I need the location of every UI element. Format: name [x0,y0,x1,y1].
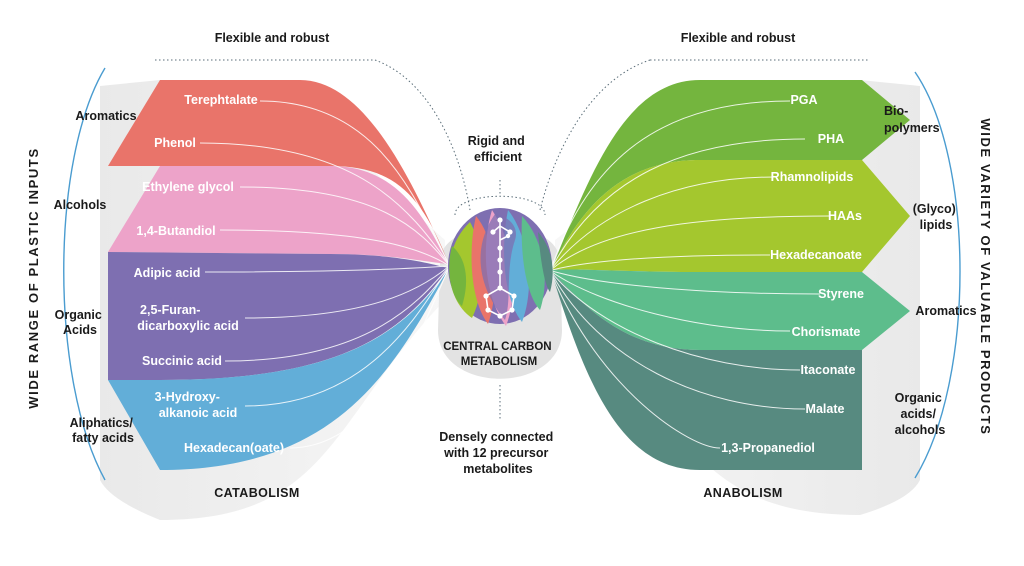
group-organic-acids-in: Organic Acids [55,308,106,337]
band-aliphatics-in [108,270,448,470]
right-bands [552,80,910,470]
dotted-guides [155,59,870,420]
right-bracket [914,71,961,479]
item-malate: Malate [806,402,845,416]
item-terephtalate: Terephtalate [184,93,257,107]
right-side-label: WIDE VARIETY OF VALUABLE PRODUCTS [978,118,993,435]
item-ethylene-glycol: Ethylene glycol [142,180,234,194]
item-succinic-acid: Succinic acid [142,354,222,368]
center-bottom-label: Densely connected with 12 precursor meta… [439,430,556,476]
item-pga: PGA [790,93,817,107]
item-haas: HAAs [828,209,862,223]
band-organic-acids-in [108,252,448,380]
left-top-label: Flexible and robust [215,31,330,45]
left-flow-lines [199,100,449,449]
group-aromatics-in: Aromatics [75,109,136,123]
right-top-label: Flexible and robust [681,31,796,45]
group-alcohols-in: Alcohols [54,198,107,212]
left-bands [108,80,448,470]
band-glycolipids-out [552,160,910,272]
item-styrene: Styrene [818,287,864,301]
central-carbon-ball [448,208,553,326]
item-pha: PHA [818,132,844,146]
item-hexadecan-oate: Hexadecan(oate) [184,441,284,455]
band-biopolymers-out [552,80,910,268]
central-carbon-metabolism-label: CENTRAL CARBON METABOLISM [443,341,555,368]
band-aromatics-in [108,80,448,262]
item-13-propanediol: 1,3-Propanediol [721,441,815,455]
center-top-label: Rigid and efficient [468,134,528,164]
item-rhamnolipids: Rhamnolipids [771,170,854,184]
item-14-butandiol: 1,4-Butandiol [136,224,215,238]
catabolism-label: CATABOLISM [214,486,299,500]
item-3-hydroxyalkanoic-acid: 3-Hydroxy- alkanoic acid [155,390,238,420]
anabolism-label: ANABOLISM [703,486,782,500]
group-aromatics-out: Aromatics [915,304,976,318]
right-flow-lines [551,100,831,449]
group-organic-acids-out: Organic acids/ alcohols [895,391,946,437]
item-adipic-acid: Adipic acid [134,266,201,280]
item-hexadecanoate: Hexadecanoate [770,248,862,262]
left-bracket [63,67,106,481]
item-phenol: Phenol [154,136,196,150]
group-biopolymers-out: Bio- polymers [884,104,940,135]
band-aromatics-out [552,269,910,350]
item-furandicarboxylic-acid: 2,5-Furan- dicarboxylic acid [137,303,238,333]
group-glycolipids-out: (Glyco) lipids [913,202,960,232]
group-aliphatics-in: Aliphatics/ fatty acids [70,416,137,445]
item-chorismate: Chorismate [792,325,861,339]
band-alcohols-in [108,166,448,264]
left-side-label: WIDE RANGE OF PLASTIC INPUTS [26,147,41,408]
item-itaconate: Itaconate [801,363,856,377]
band-organic-acids-out [552,272,862,470]
